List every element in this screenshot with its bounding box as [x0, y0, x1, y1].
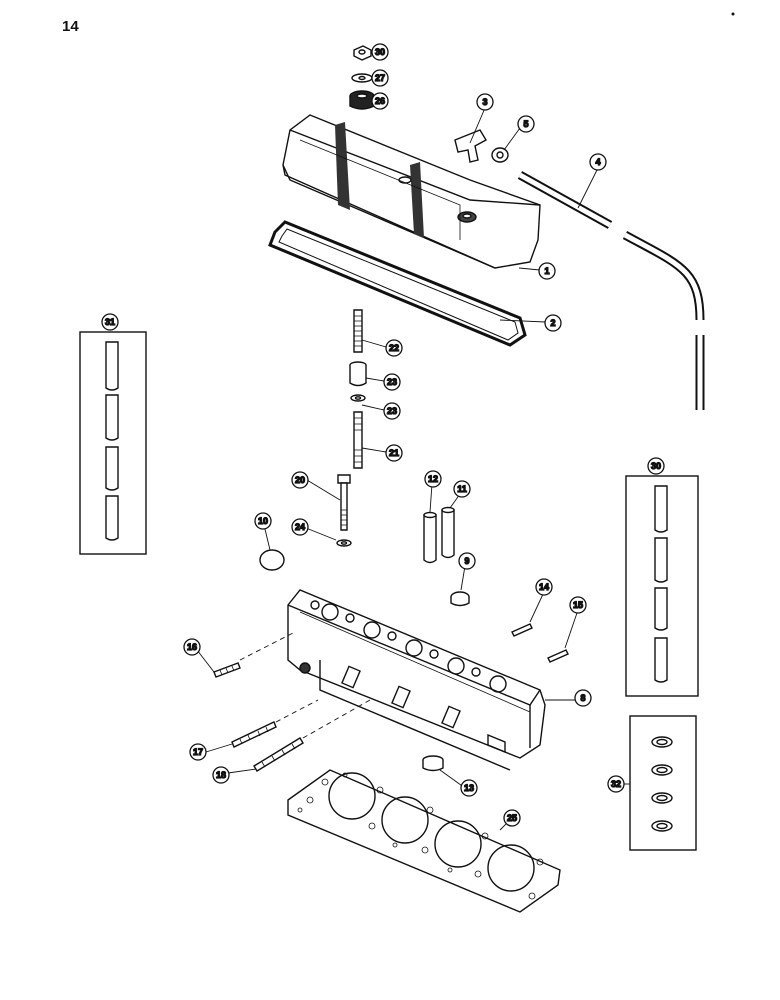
callout-15: 15 [569, 596, 587, 614]
callout-3: 3 [476, 93, 494, 111]
callout-31: 31 [101, 313, 119, 331]
page-number: 14 [62, 18, 79, 35]
callout-label: 1 [544, 266, 549, 276]
callout-23-lower: 24 [291, 518, 309, 536]
cover-grommet [349, 90, 375, 110]
callout-label: 25 [507, 813, 517, 823]
callout-label: 23 [387, 377, 397, 387]
assembly-leader-lines [239, 631, 371, 739]
callout-label: 16 [187, 642, 197, 652]
callout-23-upper: 23 [383, 402, 401, 420]
cover-washer [351, 73, 373, 83]
valve-cover-gasket [268, 220, 527, 347]
valve-guide-exhaust [441, 506, 455, 559]
callout-26: 30 [371, 43, 389, 61]
callout-24: 26 [371, 92, 389, 110]
head-bolt-washer [336, 539, 352, 547]
callout-layer: 30 27 26 3 5 4 1 2 31 22 23 23 21 30 20 … [101, 43, 665, 827]
expansion-plug [259, 549, 285, 571]
callout-1: 1 [538, 262, 556, 280]
sleeve-kit-box [629, 715, 697, 851]
valve-guide-intake [423, 511, 437, 564]
core-plug [450, 591, 470, 607]
callout-19: 20 [291, 471, 309, 489]
breather-hose [517, 171, 705, 410]
head-gasket [287, 769, 561, 913]
callout-27: 25 [503, 809, 521, 827]
callout-label: 11 [457, 484, 467, 494]
callout-label: 30 [651, 461, 661, 471]
callout-10: 10 [254, 512, 272, 530]
injector-sleeve [422, 755, 444, 772]
callout-label: 26 [375, 96, 385, 106]
callout-label: 20 [295, 475, 305, 485]
callout-13: 13 [460, 779, 478, 797]
callout-label: 12 [428, 474, 438, 484]
callout-label: 17 [193, 747, 203, 757]
cylinder-head [287, 589, 546, 771]
callout-12: 12 [424, 470, 442, 488]
callout-label: 32 [611, 779, 621, 789]
callout-label: 14 [539, 582, 549, 592]
dowel-pin-a [511, 623, 533, 637]
cover-spacer [349, 361, 367, 387]
callout-21: 22 [385, 339, 403, 357]
callout-20: 21 [385, 444, 403, 462]
callout-label: 8 [580, 693, 585, 703]
cover-nut [353, 45, 372, 61]
callout-label: 13 [464, 783, 474, 793]
guide-kit-box-left [79, 331, 147, 555]
guide-kit-box-right [625, 475, 699, 697]
callout-16: 16 [183, 638, 201, 656]
callout-label: 30 [375, 47, 385, 57]
callout-label: 22 [389, 343, 399, 353]
callout-label: 21 [389, 448, 399, 458]
callout-label: 5 [523, 119, 528, 129]
callout-8: 8 [574, 689, 592, 707]
print-mark [731, 12, 735, 16]
valve-cover [282, 114, 541, 269]
callout-label: 31 [105, 317, 115, 327]
breather-tube [454, 129, 487, 163]
callout-label: 2 [550, 318, 555, 328]
callout-label: 24 [295, 522, 305, 532]
callout-label: 15 [573, 600, 583, 610]
callout-18: 18 [212, 766, 230, 784]
callout-label: 23 [387, 406, 397, 416]
callout-14: 14 [535, 578, 553, 596]
callout-label: 4 [595, 157, 600, 167]
callout-label: 27 [375, 73, 385, 83]
callout-17: 17 [189, 743, 207, 761]
callout-2: 2 [544, 314, 562, 332]
head-bolt [337, 474, 351, 531]
callout-9: 9 [458, 552, 476, 570]
callout-32: 32 [607, 775, 625, 793]
callout-22: 23 [383, 373, 401, 391]
manifold-stud-short [213, 662, 241, 678]
callout-5: 5 [517, 115, 535, 133]
cover-stud-upper [353, 309, 363, 353]
manifold-stud-long-b [253, 737, 304, 772]
manifold-stud-long-a [231, 721, 277, 748]
callout-label: 18 [216, 770, 226, 780]
cover-washer-middle [350, 394, 366, 402]
callout-11: 11 [453, 480, 471, 498]
callout-label: 10 [258, 516, 268, 526]
callout-label: 9 [464, 556, 469, 566]
callout-label: 3 [482, 97, 487, 107]
callout-30: 30 [647, 457, 665, 475]
callout-4: 4 [589, 153, 607, 171]
breather-clamp [491, 147, 509, 163]
callout-25: 27 [371, 69, 389, 87]
cover-stud-lower [353, 411, 363, 469]
dowel-pin-b [547, 649, 569, 663]
